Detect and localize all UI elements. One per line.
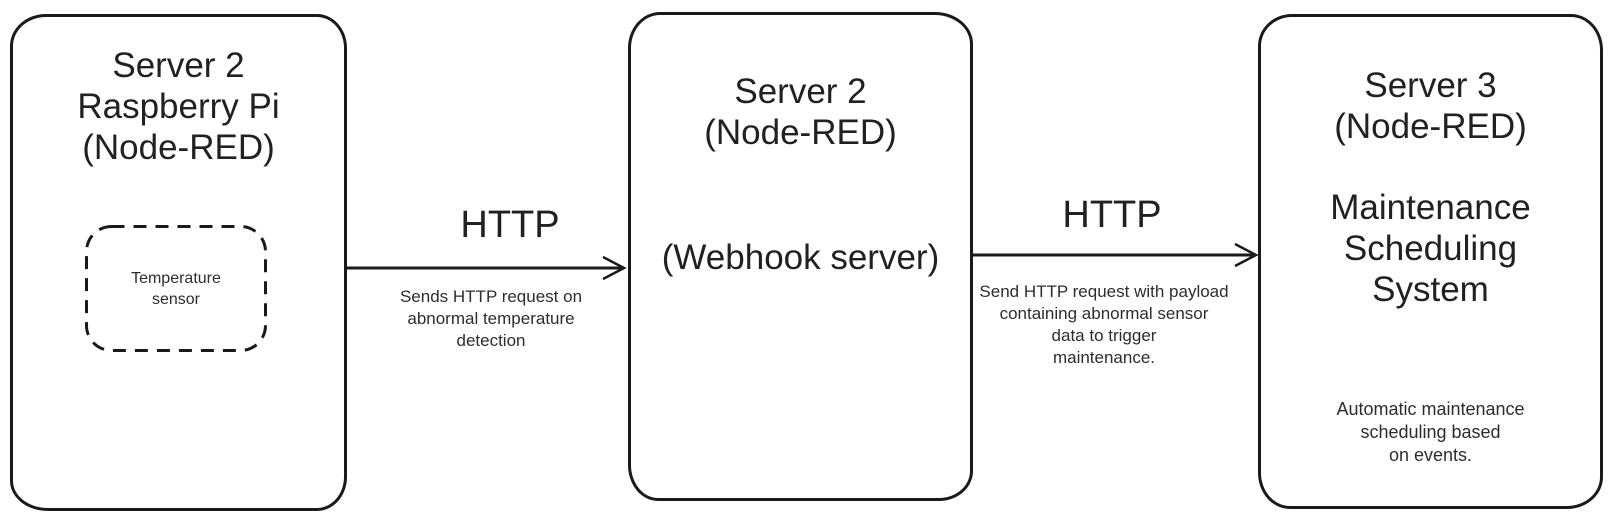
node-description-line: on events. bbox=[1388, 445, 1473, 465]
node-title-line: Server 2 bbox=[734, 72, 867, 111]
node-description: Automatic maintenance scheduling based o… bbox=[1261, 398, 1600, 467]
node-subtitle: (Webhook server) bbox=[661, 238, 940, 277]
node-title-line: (Node-RED) bbox=[1334, 107, 1527, 146]
sensor-label-line: sensor bbox=[151, 290, 201, 308]
edge-description-line: data to trigger bbox=[1051, 326, 1157, 345]
temperature-sensor-label: Temperature sensor bbox=[85, 225, 267, 352]
node-title-line: Server 2 bbox=[112, 46, 245, 85]
sensor-label-line: Temperature bbox=[131, 269, 221, 287]
arrow-http-2 bbox=[973, 242, 1259, 268]
edge-description-line: abnormal temperature bbox=[407, 309, 575, 328]
temperature-sensor-box: Temperature sensor bbox=[85, 225, 267, 352]
edge-description-line: detection bbox=[456, 331, 526, 350]
node-server3-maintenance: Server 3 (Node-RED) Maintenance Scheduli… bbox=[1258, 14, 1603, 509]
edge-http-2-label: HTTP bbox=[1062, 194, 1162, 236]
node-subtitle-line: Scheduling bbox=[1343, 229, 1518, 268]
arrow-http-1 bbox=[345, 255, 627, 281]
node-title: Server 2 Raspberry Pi (Node-RED) bbox=[13, 45, 344, 168]
node-server2-raspberry-pi: Server 2 Raspberry Pi (Node-RED) Tempera… bbox=[10, 14, 347, 511]
node-server2-webhook: Server 2 (Node-RED) (Webhook server) bbox=[628, 12, 973, 501]
node-subtitle-line: System bbox=[1372, 270, 1489, 309]
node-subtitle: Maintenance Scheduling System bbox=[1261, 187, 1600, 310]
node-title: Server 3 (Node-RED) bbox=[1261, 65, 1600, 147]
node-title-line: (Node-RED) bbox=[82, 128, 275, 167]
edge-description-line: Sends HTTP request on bbox=[399, 287, 583, 306]
node-title: Server 2 (Node-RED) bbox=[631, 71, 970, 153]
node-description-line: scheduling based bbox=[1360, 422, 1501, 442]
edge-description-line: containing abnormal sensor bbox=[999, 304, 1209, 323]
node-subtitle-line: Maintenance bbox=[1330, 188, 1531, 227]
node-title-line: Server 3 bbox=[1364, 66, 1497, 105]
edge-description-line: Send HTTP request with payload bbox=[979, 282, 1229, 301]
edge-description-line: maintenance. bbox=[1052, 348, 1156, 367]
edge-http-1-label: HTTP bbox=[460, 204, 560, 246]
node-title-line: Raspberry Pi bbox=[77, 87, 280, 126]
dashed-border bbox=[85, 225, 267, 352]
edge-http-2-description: Send HTTP request with payload containin… bbox=[954, 281, 1254, 369]
node-title-line: (Node-RED) bbox=[704, 113, 897, 152]
edge-http-1-description: Sends HTTP request on abnormal temperatu… bbox=[356, 286, 626, 352]
node-description-line: Automatic maintenance bbox=[1336, 399, 1525, 419]
